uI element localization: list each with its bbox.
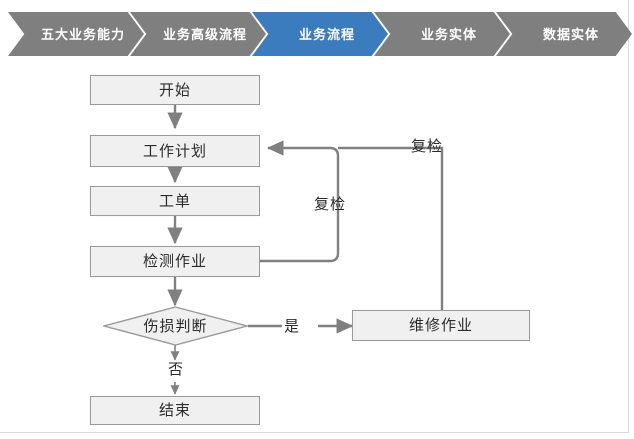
edge-label-recheck-outer: 复检 [411, 138, 444, 155]
breadcrumb-item-1[interactable]: 五大业务能力 [8, 12, 144, 56]
node-damage-decision[interactable]: 伤损判断 [103, 306, 248, 346]
breadcrumb-item-4-label: 业务实体 [420, 26, 477, 42]
edge-label-recheck-inner: 复检 [314, 196, 347, 213]
breadcrumb-item-3-label: 业务流程 [298, 26, 355, 42]
node-inspection-task[interactable]: 检测作业 [90, 246, 260, 277]
node-repair-task[interactable]: 维修作业 [352, 310, 530, 341]
edge-label-yes: 是 [284, 318, 301, 335]
edge-recheck-inner [259, 140, 340, 263]
diamond-shape-icon [103, 306, 248, 346]
node-end-label: 结束 [158, 402, 191, 419]
breadcrumb-item-5-label: 数据实体 [542, 26, 599, 42]
node-work-order-label: 工单 [158, 192, 191, 210]
breadcrumb-item-2[interactable]: 业务高级流程 [130, 12, 266, 56]
node-start[interactable]: 开始 [90, 75, 260, 105]
breadcrumb-item-3-active[interactable]: 业务流程 [252, 12, 388, 56]
node-work-order[interactable]: 工单 [90, 186, 260, 216]
node-damage-decision-label: 伤损判断 [143, 317, 208, 335]
node-work-plan[interactable]: 工作计划 [90, 135, 260, 167]
edge-label-no: 否 [168, 361, 185, 378]
breadcrumb-item-5[interactable]: 数据实体 [496, 12, 632, 56]
breadcrumb-item-1-label: 五大业务能力 [40, 26, 125, 42]
breadcrumb-item-2-label: 业务高级流程 [162, 26, 247, 42]
node-inspection-task-label: 检测作业 [142, 253, 207, 270]
node-repair-task-label: 维修作业 [408, 317, 473, 334]
node-end[interactable]: 结束 [90, 396, 260, 425]
breadcrumb-item-4[interactable]: 业务实体 [374, 12, 510, 56]
node-work-plan-label: 工作计划 [142, 142, 207, 160]
edge-recheck-outer [338, 146, 444, 310]
node-start-label: 开始 [158, 81, 191, 99]
breadcrumb: 五大业务能力 业务高级流程 业务流程 业务实体 数据实体 [0, 12, 634, 56]
